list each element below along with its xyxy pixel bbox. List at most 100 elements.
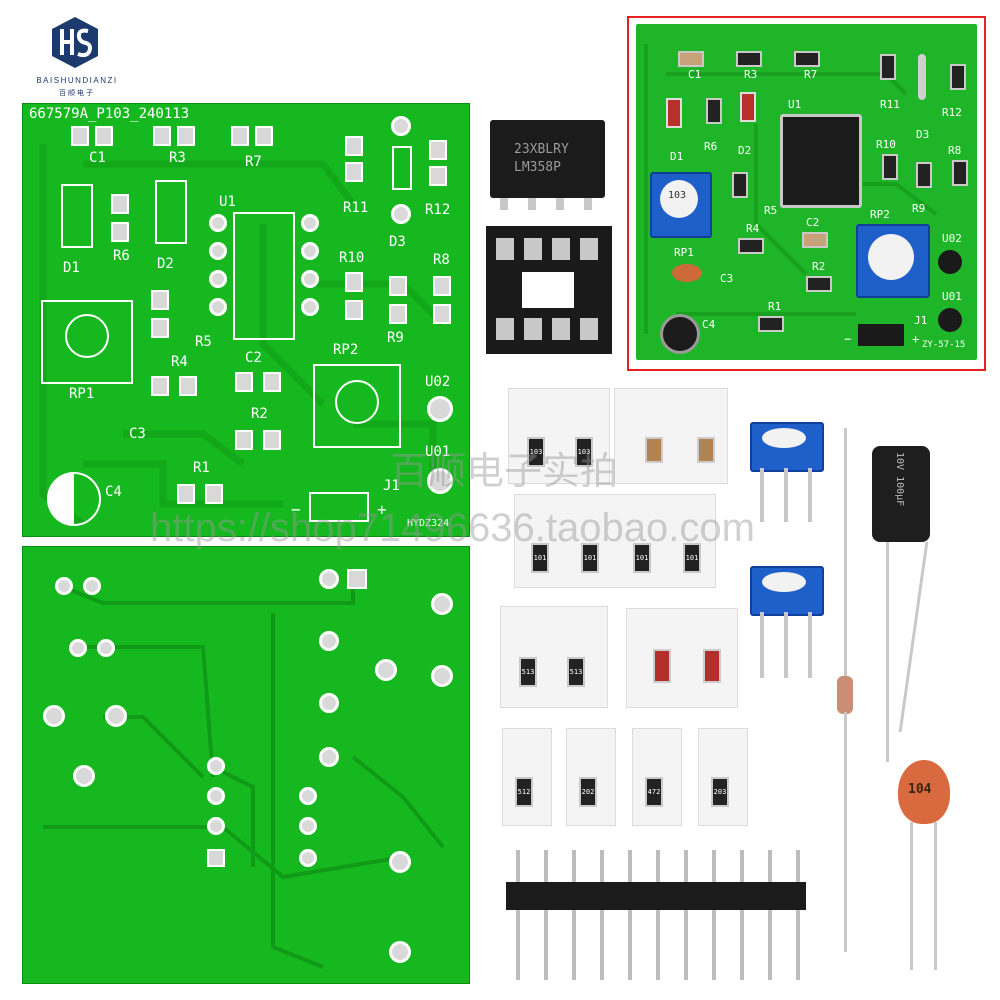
r4-label: R4 bbox=[171, 354, 188, 370]
socket-contact bbox=[580, 238, 598, 260]
rp1-pot-value: 103 bbox=[668, 190, 687, 201]
rp2-outline bbox=[313, 364, 401, 448]
r3-label: R3 bbox=[744, 68, 758, 81]
r4-label: R4 bbox=[746, 222, 760, 235]
r7-pad bbox=[255, 126, 273, 146]
bottom-pad bbox=[431, 593, 453, 615]
r6-pad bbox=[111, 194, 129, 214]
bottom-pad bbox=[73, 765, 95, 787]
r8-pad bbox=[433, 304, 451, 324]
rp1-trimpot-dial[interactable] bbox=[660, 180, 698, 218]
assembled-board: C1 R3 R7 R11 D3 R12 D1 R6 D2 U1 R10 R8 R… bbox=[636, 24, 977, 360]
c2-label: C2 bbox=[806, 216, 820, 229]
pin-header-drawing bbox=[506, 850, 806, 980]
trimpot-lead bbox=[760, 468, 764, 522]
j1-header bbox=[858, 324, 904, 346]
r7-label: R7 bbox=[245, 154, 262, 170]
d1-outline bbox=[61, 184, 93, 248]
bottom-pad bbox=[319, 631, 339, 651]
bottom-pad bbox=[97, 639, 115, 657]
rp2-trimpot-dial[interactable] bbox=[868, 234, 914, 280]
rp2-label: RP2 bbox=[870, 208, 890, 221]
diode-lead bbox=[844, 428, 847, 678]
socket-contact bbox=[552, 238, 570, 260]
smd-tape-202: 202 bbox=[566, 728, 616, 826]
r1-pad bbox=[205, 484, 223, 504]
r5-pad bbox=[151, 290, 169, 310]
u1-pin bbox=[301, 298, 319, 316]
r8-label: R8 bbox=[433, 252, 450, 268]
smd-tape-diodes bbox=[626, 608, 738, 708]
bottom-pad bbox=[55, 577, 73, 595]
d1-label: D1 bbox=[63, 260, 80, 276]
r12-pad bbox=[429, 166, 447, 186]
r11-pad bbox=[345, 162, 363, 182]
r8-pad bbox=[433, 276, 451, 296]
diode-body bbox=[837, 676, 853, 714]
ic-body bbox=[490, 120, 605, 198]
smd-resistor: 103 bbox=[527, 437, 545, 467]
j1-minus-label: − bbox=[291, 500, 301, 519]
smd-resistor: 512 bbox=[515, 777, 533, 807]
socket-contact bbox=[524, 318, 542, 340]
j1-label: J1 bbox=[383, 478, 400, 494]
r3-pad bbox=[177, 126, 195, 146]
bottom-pad bbox=[299, 817, 317, 835]
c2-pad bbox=[235, 372, 253, 392]
d2-outline bbox=[155, 180, 187, 244]
r12-component bbox=[950, 64, 966, 90]
smd-resistor: 202 bbox=[579, 777, 597, 807]
r7-component bbox=[794, 51, 820, 67]
r9-component bbox=[916, 162, 932, 188]
socket-contact bbox=[524, 238, 542, 260]
c4-label: C4 bbox=[105, 484, 122, 500]
smd-tape-203: 203 bbox=[698, 728, 748, 826]
d1-label: D1 bbox=[670, 150, 684, 163]
r9-pad bbox=[389, 304, 407, 324]
brand-name: BAISHUNDIANZI bbox=[36, 76, 118, 85]
smd-tape-capacitor bbox=[614, 388, 728, 484]
r2-label: R2 bbox=[251, 406, 268, 422]
ceramic-lead bbox=[910, 822, 913, 970]
socket-contact bbox=[496, 318, 514, 340]
u01-label: U01 bbox=[942, 290, 962, 303]
ic-socket bbox=[486, 226, 612, 354]
pcb-bottom-board bbox=[22, 546, 470, 984]
c1-pad bbox=[95, 126, 113, 146]
r12-label: R12 bbox=[942, 106, 962, 119]
r5-pad bbox=[151, 318, 169, 338]
r1-label: R1 bbox=[193, 460, 210, 476]
capacitor-lead bbox=[898, 542, 929, 732]
c3-label: C3 bbox=[720, 272, 734, 285]
r2-component bbox=[806, 276, 832, 292]
r1-pad bbox=[177, 484, 195, 504]
r11-pad bbox=[345, 136, 363, 156]
rp2-dial bbox=[335, 380, 379, 424]
smd-resistor: 103 bbox=[575, 437, 593, 467]
trimpot-component bbox=[744, 558, 830, 680]
r3-component bbox=[736, 51, 762, 67]
r4-component bbox=[738, 238, 764, 254]
rp2-label: RP2 bbox=[333, 342, 359, 358]
smd-tape-103: 103 103 bbox=[508, 388, 610, 484]
bottom-pad bbox=[207, 757, 225, 775]
trimpot-component bbox=[744, 414, 830, 524]
d3-lead bbox=[391, 116, 411, 136]
r2-pad bbox=[263, 430, 281, 450]
smd-diode bbox=[703, 649, 721, 683]
smd-resistor: 101 bbox=[683, 543, 701, 573]
d1-component bbox=[666, 98, 682, 128]
r3-pad bbox=[153, 126, 171, 146]
smd-resistor: 101 bbox=[581, 543, 599, 573]
ic-pin bbox=[556, 198, 564, 210]
trimpot-lead bbox=[760, 612, 764, 678]
bottom-pad bbox=[389, 851, 411, 873]
bottom-pad bbox=[69, 639, 87, 657]
u1-pin bbox=[209, 242, 227, 260]
bottom-pad bbox=[43, 705, 65, 727]
c2-label: C2 bbox=[245, 350, 262, 366]
u01-sensor bbox=[938, 308, 962, 332]
rp1-label: RP1 bbox=[69, 386, 95, 402]
d3-component bbox=[918, 54, 926, 100]
smd-tape-101: 101 101 101 101 bbox=[514, 494, 716, 588]
